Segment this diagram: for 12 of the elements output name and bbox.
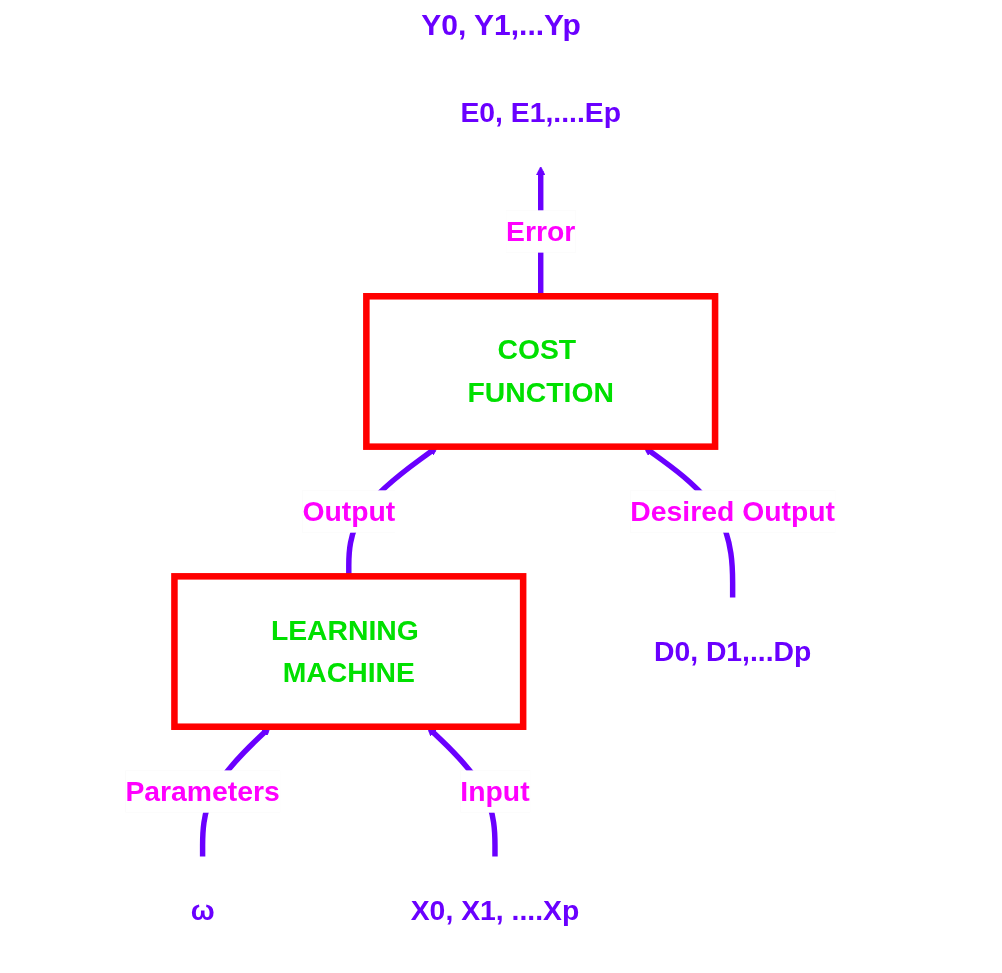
node-box: LEARNING MACHINE [171,573,527,730]
node-text: E0, E1,....Ep [460,95,622,129]
edge-label: Desired Output [630,494,835,528]
node-text: X0, X1, ....Xp [410,893,580,927]
node-box: COST FUNCTION [363,293,719,450]
edge-label: Input [460,774,530,808]
node-text: ω [190,893,215,927]
edge-label: Parameters [125,774,280,808]
edge-label: Error [506,214,576,248]
signal-label: Y0, Y1,...Yp [421,8,581,42]
node-text: D0, D1,...Dp [653,634,812,668]
edge-label: Output [302,494,396,528]
